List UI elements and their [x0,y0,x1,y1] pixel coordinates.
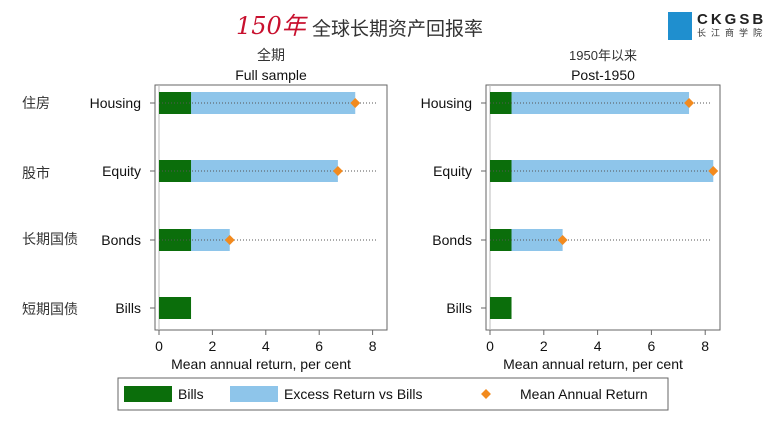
legend-label: Mean Annual Return [520,386,648,402]
handwritten-note: 150年 [236,12,306,40]
excess-bar [511,229,563,251]
x-tick-label: 6 [648,338,656,354]
x-tick-label: 2 [540,338,548,354]
x-axis-label: Mean annual return, per cent [171,356,351,372]
x-tick-label: 2 [209,338,217,354]
excess-bar [511,160,714,182]
mean-marker [332,166,343,176]
legend-swatch [230,386,278,402]
plot-frame [154,84,388,331]
legend-box [117,377,669,411]
bills-bar [159,229,192,251]
excess-bar [511,92,690,114]
bills-bar [159,160,192,182]
x-tick-label: 0 [486,338,494,354]
row-label-cn: 短期国债 [22,301,78,317]
category-label: Equity [433,163,472,179]
category-label: Equity [102,163,141,179]
logo-text: CKGSB [697,11,767,28]
category-label: Bonds [101,232,141,248]
legend-swatch [481,389,491,399]
panel-subtitle-cn: 全期 [257,47,285,63]
x-tick-label: 6 [315,338,323,354]
x-axis-label: Mean annual return, per cent [503,356,683,372]
plot-frame [485,84,721,331]
x-tick-label: 4 [262,338,270,354]
x-tick-label: 4 [594,338,602,354]
category-label: Housing [90,95,141,111]
category-label: Bills [446,300,472,316]
x-tick-label: 0 [155,338,163,354]
legend-swatch [124,386,172,402]
bills-bar [490,160,512,182]
x-tick-label: 8 [701,338,709,354]
category-label: Bonds [432,232,472,248]
page-title: 全球长期资产回报率 [312,19,484,40]
bills-bar [490,297,512,319]
logo-subtext: 长江商学院 [697,28,768,38]
panel-title: Full sample [235,67,307,83]
bills-bar [159,297,192,319]
legend-label: Bills [178,386,204,402]
panel-title: Post-1950 [571,67,635,83]
category-label: Bills [115,300,141,316]
mean-marker [224,235,235,245]
panel-subtitle-cn: 1950年以来 [569,48,637,63]
x-tick-label: 8 [369,338,377,354]
bills-bar [490,229,512,251]
mean-marker [684,98,695,108]
mean-marker [708,166,719,176]
row-label-cn: 长期国债 [22,231,78,247]
bills-bar [159,92,192,114]
row-label-cn: 股市 [22,165,50,181]
logo-icon [668,12,692,40]
category-label: Housing [421,95,472,111]
legend-label: Excess Return vs Bills [284,386,422,402]
row-label-cn: 住房 [22,95,50,111]
mean-marker [557,235,568,245]
bills-bar [490,92,512,114]
